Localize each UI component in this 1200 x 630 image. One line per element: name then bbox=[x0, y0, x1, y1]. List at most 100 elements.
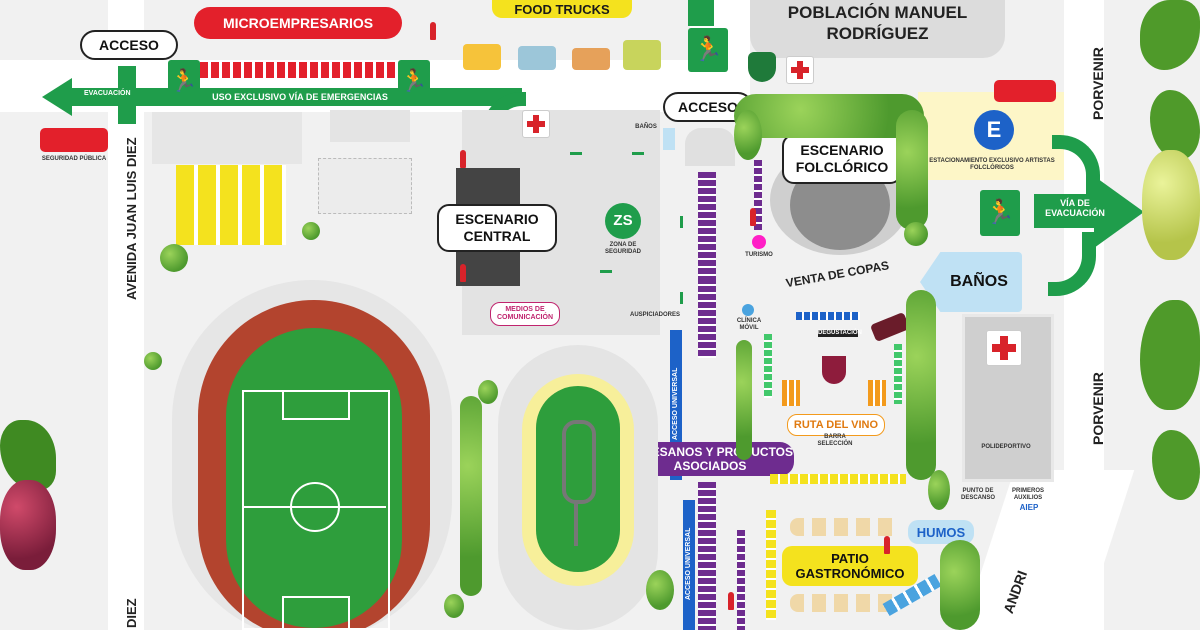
polideportivo-label: POLIDEPORTIVO bbox=[981, 444, 1031, 450]
acceso-universal-label-2: ACCESO UNIVERSAL bbox=[685, 527, 692, 600]
blue-stalls bbox=[796, 312, 860, 320]
football-field bbox=[226, 328, 402, 628]
green-stalls-left bbox=[764, 334, 772, 398]
direction-marker bbox=[570, 152, 582, 155]
tree-icon bbox=[478, 380, 498, 404]
clinica-label: CLÍNICA MÓVIL bbox=[736, 318, 762, 331]
green-stalls-right bbox=[894, 344, 902, 404]
tree-icon bbox=[896, 110, 928, 230]
evacuation-top-arrow bbox=[688, 0, 714, 26]
stall-column-3 bbox=[698, 482, 716, 630]
food-truck-icon bbox=[463, 44, 501, 70]
stall-column-1 bbox=[698, 172, 716, 292]
venta-copas-label: VENTA DE COPAS bbox=[784, 258, 891, 291]
small-oval-loop bbox=[562, 420, 596, 504]
grape-icon bbox=[1142, 150, 1200, 260]
tree-icon bbox=[904, 222, 928, 246]
medios-label: MEDIOS DE COMUNICACIÓN bbox=[490, 302, 560, 326]
estacionamiento-icon: E bbox=[974, 110, 1014, 150]
food-truck-icon bbox=[572, 48, 610, 70]
patio-tables-bottom bbox=[790, 594, 900, 612]
via-evacuacion-right-label: VÍA DE EVACUACIÓN bbox=[1045, 198, 1105, 218]
grape-decoration-left bbox=[0, 420, 60, 630]
ruta-vino-label: RUTA DEL VINO bbox=[787, 414, 885, 436]
gate-arch bbox=[685, 128, 735, 166]
first-aid-icon bbox=[786, 56, 814, 84]
tree-icon bbox=[736, 340, 752, 460]
direction-marker bbox=[632, 152, 644, 155]
banos-small-block bbox=[663, 128, 675, 150]
first-aid-icon bbox=[986, 330, 1022, 366]
tree-icon bbox=[144, 352, 162, 370]
wine-bottle-icon bbox=[869, 311, 911, 343]
evacuation-vertical bbox=[118, 66, 136, 124]
microempresarios-label: MICROEMPRESARIOS bbox=[194, 7, 402, 39]
avenida-label: AVENIDA JUAN LUIS DIEZ bbox=[124, 137, 139, 300]
running-man-icon: 🏃 bbox=[168, 60, 200, 102]
fire-extinguisher-icon bbox=[460, 264, 466, 282]
uso-exclusivo-label: USO EXCLUSIVO VÍA DE EMERGENCIAS bbox=[212, 92, 388, 102]
turismo-marker bbox=[752, 235, 766, 249]
building-left bbox=[152, 112, 302, 164]
fire-truck-icon bbox=[40, 128, 108, 152]
poblacion-label: POBLACIÓN MANUEL RODRÍGUEZ bbox=[787, 3, 968, 43]
tree-icon bbox=[906, 290, 936, 480]
field-penalty-top bbox=[282, 390, 350, 420]
estacionamiento-label: ESTACIONAMIENTO EXCLUSIVO ARTISTAS FOLCL… bbox=[929, 158, 1055, 171]
banos-big-label: BAÑOS bbox=[920, 252, 1022, 312]
building-mid bbox=[330, 110, 410, 142]
acceso-label-left: ACCESO bbox=[80, 30, 178, 60]
poblacion-block bbox=[750, 0, 1005, 58]
fire-extinguisher-icon bbox=[728, 592, 734, 610]
seguridad-publica-label: SEGURIDAD PÚBLICA bbox=[41, 156, 107, 162]
small-oval-stem bbox=[574, 500, 578, 546]
banos-small-label: BAÑOS bbox=[635, 124, 657, 130]
yellow-seating bbox=[176, 165, 286, 245]
zona-seguridad-label: ZONA DE SEGURIDAD bbox=[604, 242, 641, 255]
direction-marker bbox=[680, 292, 683, 304]
yellow-stalls-top bbox=[770, 474, 906, 484]
tree-icon bbox=[646, 570, 674, 610]
yellow-stalls-side bbox=[766, 510, 776, 620]
tree-icon bbox=[444, 594, 464, 618]
fire-extinguisher-icon bbox=[460, 150, 466, 168]
food-trucks-label: FOOD TRUCKS bbox=[492, 0, 632, 18]
wine-glass-icon bbox=[822, 356, 846, 384]
field-penalty-bottom bbox=[282, 596, 350, 628]
running-man-icon: 🏃 bbox=[980, 190, 1020, 236]
degustacion-label: DEGUSTACIÓN bbox=[818, 330, 862, 337]
tree-icon bbox=[940, 540, 980, 630]
escenario-folclorico-label: ESCENARIO FOLCLÓRICO bbox=[782, 134, 902, 184]
porvenir-top-label: PORVENIR bbox=[1090, 47, 1106, 120]
patio-tables-top bbox=[790, 518, 900, 536]
small-oval-field bbox=[536, 386, 620, 572]
fire-extinguisher-icon bbox=[430, 22, 436, 40]
microempresarios-stalls bbox=[200, 62, 396, 78]
stall-column-2 bbox=[698, 278, 716, 358]
field-center-circle bbox=[290, 482, 340, 532]
punto-descanso-label: PUNTO DE DESCANSO bbox=[960, 488, 995, 501]
grape-leaf-icon bbox=[1140, 0, 1200, 70]
grape-leaf-icon bbox=[1152, 430, 1200, 500]
porvenir-bottom-label: PORVENIR bbox=[1090, 372, 1106, 445]
tree-icon bbox=[928, 470, 950, 510]
grape-decoration-right bbox=[1136, 0, 1200, 630]
police-badge-icon bbox=[748, 52, 776, 82]
first-aid-icon bbox=[522, 110, 550, 138]
acceso-universal-label-1: ACCESO UNIVERSAL bbox=[672, 367, 679, 440]
escenario-central-label: ESCENARIO CENTRAL bbox=[437, 204, 557, 252]
auspiciadores-label: AUSPICIADORES bbox=[629, 312, 680, 318]
fire-extinguisher-icon bbox=[884, 536, 890, 554]
aiep-logo: AIEP bbox=[1019, 503, 1039, 512]
tree-icon bbox=[734, 110, 762, 160]
tree-icon bbox=[160, 244, 188, 272]
arrow-left-icon bbox=[42, 78, 72, 116]
tree-icon bbox=[302, 222, 320, 240]
patio-gastronomico-label: PATIO GASTRONÓMICO bbox=[782, 546, 918, 586]
grape-leaf-icon bbox=[1140, 300, 1200, 410]
zona-seguridad-icon: ZS bbox=[605, 203, 641, 239]
primeros-auxilios-label: PRIMEROS AUXILIOS bbox=[1011, 488, 1044, 501]
avenida-bottom-label: DIEZ bbox=[124, 598, 139, 628]
running-man-icon: 🏃 bbox=[688, 28, 728, 72]
